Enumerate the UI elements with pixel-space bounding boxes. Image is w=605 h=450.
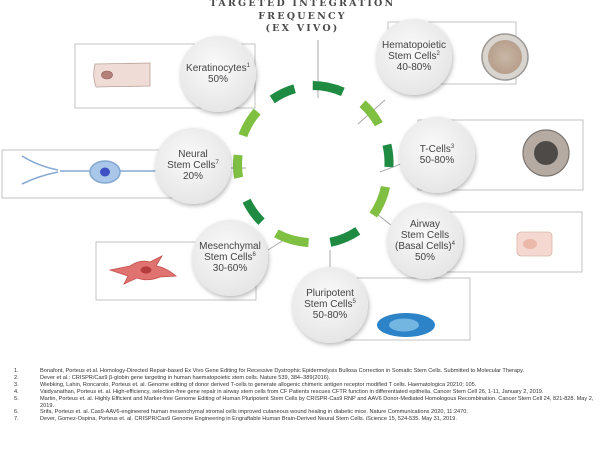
hematopoietic-name-line-2: Stem Cells [388,51,437,62]
reference-text: Srifa, Porteus et. al. Cas9-AAV6-enginee… [40,409,468,416]
ring-segment-5 [329,227,361,247]
t-cell-icon [522,129,570,177]
neural-stem-cell-icon [21,155,193,185]
pluripotent-ref: 5 [352,299,356,305]
reference-text: Wiebking, Lahin, Roncarolo, Porteus et. … [40,381,477,388]
airway-bubble [387,203,463,279]
neural-ref: 7 [215,160,219,166]
t-cells-value: 50-80% [419,155,455,166]
reference-item: 3. Wiebking, Lahin, Roncarolo, Porteus et… [14,382,594,389]
hematopoietic-name-line-1: Hematopoietic [382,40,446,51]
reference-number: 1. [14,368,19,374]
reference-item: 7. Dever, Gomez-Ospina, Porteus et. al. C… [14,416,594,423]
t-cells-ref: 3 [450,144,455,150]
keratinocytes-label: Keratinocytes1 50% [173,63,263,85]
airway-stem-cell-icon [516,231,553,257]
targeting-ring [232,81,394,247]
reference-item: 2. Dever et al.: CRISPR/Cas9 β-globin gen… [14,375,594,382]
ring-segment-9 [238,108,261,138]
hematopoietic-bubble [376,19,452,95]
mesenchymal-label: Mesenchymal Stem Cells6 30-60% [185,241,275,274]
t-cells-bubble [399,117,475,193]
keratinocytes-value: 50% [207,74,228,85]
reference-number: 4. [14,388,19,395]
reference-item: 5. Martin, Porteus et. al. Highly Efficie… [14,396,594,410]
title-line-2: FREQUENCY [258,10,347,22]
reference-number: 2. [14,374,19,381]
mesenchymal-stem-cell-icon [108,255,178,285]
reference-text: Bonafont, Porteus et al. Homology-Direct… [40,368,525,374]
title-line-3: (EX VIVO) [265,23,340,34]
reference-item: 6. Srifa, Porteus et. al. Cas9-AAV6-engin… [14,409,594,416]
ring-segment-2 [359,100,383,127]
cell-type-wheel [1,19,584,343]
pluripotent-name-line-2: Stem Cells [304,299,353,310]
pluripotent-stem-cell-icon [377,313,435,337]
ring-segment-4 [369,186,390,218]
reference-number: 3. [14,381,19,388]
reference-item: 4. Vaidyanathan, Porteus et. al. High-eff… [14,389,594,396]
neural-name-line-2: Stem Cells [167,160,216,171]
mesenchymal-name-line-2: Stem Cells [204,252,253,263]
reference-number: 5. [14,395,19,402]
reference-text: Dever et al.: CRISPR/Cas9 β-globin gene … [40,374,331,381]
keratinocyte-icon [93,62,151,88]
mesenchymal-name-line-1: Mesenchymal [199,241,261,252]
keratinocytes-name: Keratinocytes [186,63,247,74]
airway-value: 50% [414,252,435,263]
neural-label: Neural Stem Cells7 20% [148,149,238,182]
neural-name-line-1: Neural [178,149,208,160]
pluripotent-value: 50-80% [312,310,348,321]
pluripotent-bubble [292,267,368,343]
t-cells-label: T-Cells3 50-80% [392,144,482,166]
keratinocytes-ref: 1 [246,63,250,69]
hematopoietic-value: 40-80% [396,62,432,73]
reference-number: 6. [14,409,19,416]
airway-name-line-1: Airway [409,219,440,230]
neural-value: 20% [182,171,203,182]
pluripotent-name-line-1: Pluripotent [306,288,354,299]
airway-name-line-2: Stem Cells [400,230,450,241]
airway-ref: 4 [451,241,456,247]
hematopoietic-label: Hematopoietic Stem Cells2 40-80% [369,40,459,73]
reference-item: 1. Bonafont, Porteus et al. Homology-Dire… [14,368,594,375]
t-cells-name: T-Cells [419,144,451,155]
ring-segment-6 [274,229,309,247]
hematopoietic-ref: 2 [436,51,440,57]
diagram-title: TARGETED INTEGRATION FREQUENCY (EX VIVO) [185,0,420,36]
title-line-1: TARGETED INTEGRATION [209,0,396,9]
mesenchymal-bubble [192,220,268,296]
hematopoietic-stem-cell-icon [481,33,529,81]
neural-bubble [155,128,231,204]
bubbles [155,19,475,343]
airway-label: Airway Stem Cells (Basal Cells)4 50% [380,219,470,263]
ring-segment-8 [232,154,244,179]
ring-segment-7 [242,198,265,225]
mesenchymal-ref: 6 [252,252,256,258]
keratinocytes-bubble [180,36,256,112]
reference-text: Vaidyanathan, Porteus et. al. High-effic… [40,388,544,395]
airway-name-line-3: (Basal Cells) [394,241,452,252]
ring-segment-1 [312,81,345,96]
reference-text: Martin, Porteus et. al. Highly Efficient… [40,395,594,409]
pluripotent-label: Pluripotent Stem Cells5 50-80% [285,288,375,321]
ring-segment-10 [269,84,296,104]
references-list: 1. Bonafont, Porteus et al. Homology-Dire… [14,368,594,423]
reference-text: Dever, Gomez-Ospina, Porteus et. al. CRI… [40,416,457,423]
reference-number: 7. [14,416,19,423]
mesenchymal-value: 30-60% [212,263,248,274]
ring-segment-3 [382,143,394,168]
